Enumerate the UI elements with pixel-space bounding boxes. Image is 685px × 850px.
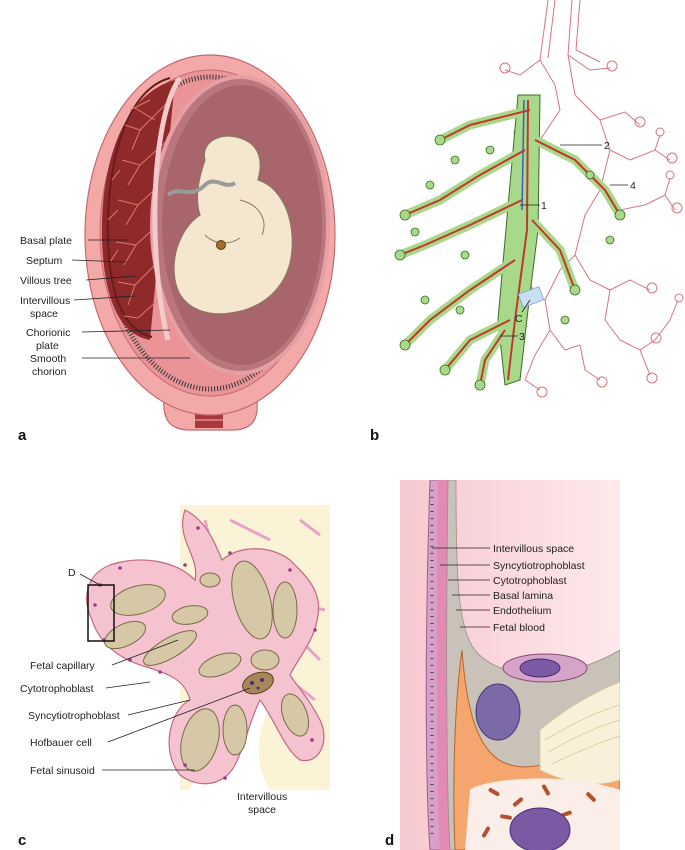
label-endothelium: Endothelium — [493, 605, 552, 617]
label-chorionic-1: Chorionic — [26, 327, 70, 339]
label-intervillous-c-1: Intervillous — [237, 791, 287, 803]
panel-a-leaders — [71, 239, 190, 359]
label-intervillous-c-2: space — [248, 804, 276, 816]
outline-vessel-tree — [504, 0, 679, 391]
panel-c: D Fetal capillary Cytotrophoblast Syncyt… — [18, 505, 330, 849]
label-cytotrophoblast-c: Cytotrophoblast — [20, 683, 94, 695]
hofbauer-cell — [242, 671, 274, 695]
label-fetal-capillary: Fetal capillary — [30, 660, 96, 672]
panel-d-leaders — [432, 547, 490, 628]
label-chorionic-2: plate — [36, 340, 59, 352]
label-fetal-blood: Fetal blood — [493, 622, 545, 634]
label-fetal-sinusoid: Fetal sinusoid — [30, 765, 95, 777]
placenta — [101, 80, 175, 340]
panel-b: 1 2 3 4 C b — [370, 0, 684, 444]
fetus — [166, 135, 293, 315]
label-intervillous-space-d: Intervillous space — [493, 543, 574, 555]
label-intervillous-2: space — [30, 308, 58, 320]
label-basal-plate: Basal plate — [20, 235, 72, 247]
panel-letter-d: d — [385, 832, 394, 849]
label-smooth-2: chorion — [32, 366, 67, 378]
label-villous-tree: Villous tree — [20, 275, 72, 287]
fetal-capillaries — [104, 560, 310, 772]
label-syncytiotrophoblast-c: Syncytiotrophoblast — [28, 710, 120, 722]
label-basal-lamina: Basal lamina — [493, 590, 553, 602]
marker-3: 3 — [519, 331, 525, 343]
panel-d: Intervillous space Syncytiotrophoblast C… — [400, 480, 620, 850]
panel-letter-c: c — [18, 832, 26, 849]
label-cytotrophoblast-d: Cytotrophoblast — [493, 575, 567, 587]
label-septum: Septum — [26, 255, 62, 267]
label-smooth-1: Smooth — [30, 353, 66, 365]
terminal-loops — [499, 60, 684, 398]
villous-stroma — [539, 681, 620, 785]
region-c-box — [517, 286, 545, 308]
panel-letter-a: a — [18, 427, 27, 444]
marker-2: 2 — [604, 140, 610, 152]
region-d-box — [87, 584, 115, 642]
marker-4: 4 — [630, 180, 636, 192]
label-intervillous-1: Intervillous — [20, 295, 70, 307]
panel-letter-b: b — [370, 427, 379, 444]
marker-1: 1 — [541, 200, 547, 212]
label-hofbauer-cell: Hofbauer cell — [30, 737, 92, 749]
syncytial-nuclei — [93, 526, 317, 780]
panel-b-leaders — [500, 144, 628, 337]
marker-d: D — [68, 567, 76, 579]
villous-tree — [394, 94, 626, 391]
label-syncytiotrophoblast-d: Syncytiotrophoblast — [493, 560, 585, 572]
marker-c: C — [515, 313, 523, 325]
panel-a: Basal plate Septum Villous tree Intervil… — [18, 54, 336, 444]
panel-c-leaders — [102, 639, 251, 771]
